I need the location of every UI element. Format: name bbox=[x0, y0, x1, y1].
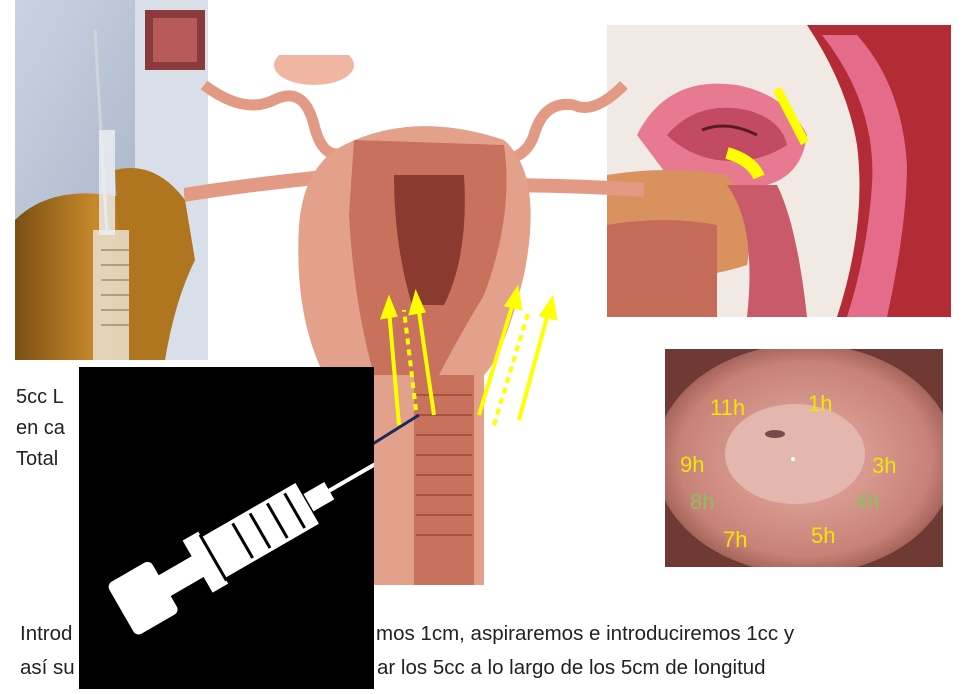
left-text-line-1: 5cc L bbox=[16, 383, 64, 412]
clock-label-1h: 1h bbox=[808, 391, 832, 417]
clock-label-4h: 4h bbox=[855, 489, 879, 515]
clock-label-5h: 5h bbox=[811, 523, 835, 549]
syringe-photo bbox=[15, 0, 208, 360]
clock-label-3h: 3h bbox=[872, 453, 896, 479]
clock-label-8h: 8h bbox=[690, 489, 714, 515]
clock-label-11h: 11h bbox=[710, 395, 745, 421]
left-text-line-3: Total bbox=[16, 445, 58, 474]
syringe-icon bbox=[79, 367, 374, 689]
bottom-text-line-2-left: así su bbox=[20, 656, 75, 680]
bottom-text-line-1-right: mos 1cm, aspiraremos e introduciremos 1c… bbox=[376, 622, 794, 646]
bottom-text-line-1-left: Introd bbox=[20, 622, 72, 646]
left-text-line-2: en ca bbox=[16, 414, 65, 443]
clock-label-7h: 7h bbox=[723, 527, 747, 553]
clock-label-9h: 9h bbox=[680, 452, 704, 478]
bottom-text-line-2-right: ar los 5cc a lo largo de los 5cm de long… bbox=[377, 656, 766, 680]
syringe-panel bbox=[79, 367, 374, 689]
sagittal-uterus-illustration bbox=[607, 25, 951, 317]
cervix-photo bbox=[665, 349, 943, 567]
